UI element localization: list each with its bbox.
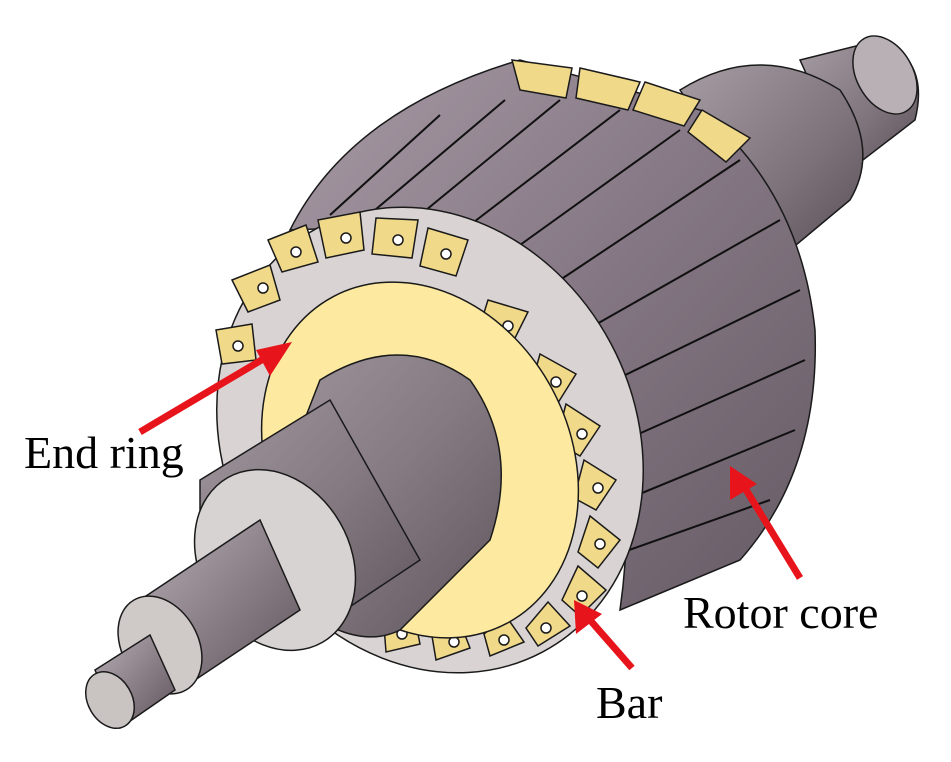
rear-shaft <box>678 35 920 252</box>
arrow-bar <box>574 600 635 671</box>
rotor-core <box>288 59 817 612</box>
front-shaft <box>85 354 502 730</box>
label-bar: Bar <box>596 677 663 728</box>
label-rotor-core: Rotor core <box>683 587 879 638</box>
arrow-rotor-core <box>730 466 803 580</box>
label-end-ring: End ring <box>24 427 184 478</box>
arrow-end-ring <box>138 342 292 436</box>
